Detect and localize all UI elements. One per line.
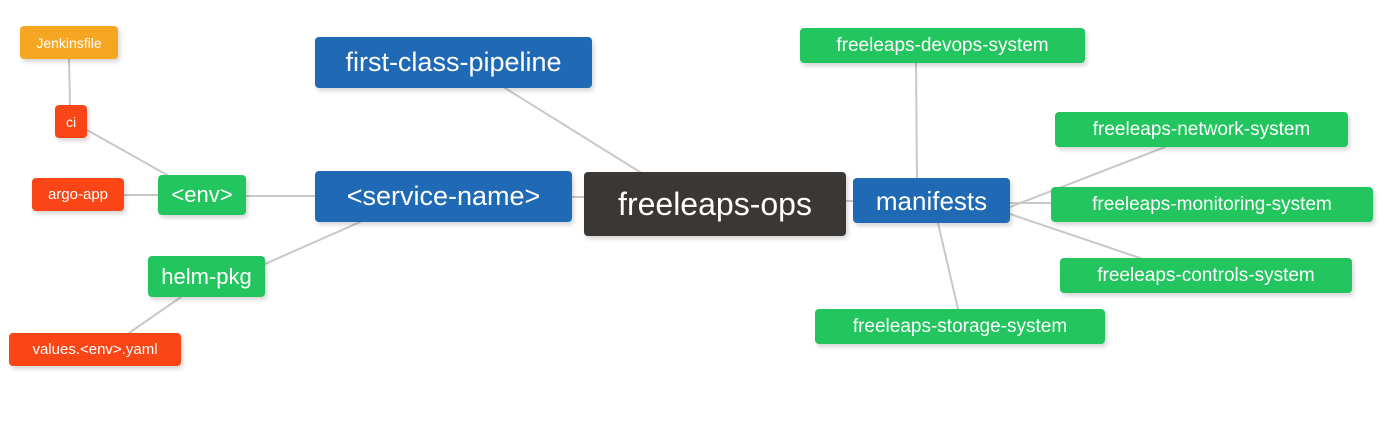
node-helm-pkg[interactable]: helm-pkg: [148, 256, 265, 297]
node-freeleaps-network-system[interactable]: freeleaps-network-system: [1055, 112, 1348, 147]
node-label-argo-app: argo-app: [47, 186, 109, 203]
edge-firstclass-ops: [504, 87, 641, 173]
node-env[interactable]: <env>: [158, 175, 246, 215]
edge-ci-env: [86, 129, 177, 181]
node-label-first-class-pipeline: first-class-pipeline: [345, 47, 562, 77]
edge-manifests-devops: [915, 62, 918, 179]
edge-helmpkg-values: [128, 296, 182, 334]
node-label-values-yaml: values.<env>.yaml: [32, 341, 158, 358]
node-manifests[interactable]: manifests: [853, 178, 1010, 223]
node-jenkinsfile[interactable]: Jenkinsfile: [20, 26, 118, 59]
node-label-env: <env>: [171, 182, 233, 207]
node-label-jenkinsfile: Jenkinsfile: [36, 34, 102, 51]
node-first-class-pipeline[interactable]: first-class-pipeline: [315, 37, 592, 88]
node-ci[interactable]: ci: [55, 105, 87, 138]
node-label-helm-pkg: helm-pkg: [161, 263, 252, 289]
node-label-freeleaps-controls-system: freeleaps-controls-system: [1097, 265, 1315, 286]
node-label-freeleaps-monitoring-system: freeleaps-monitoring-system: [1092, 194, 1332, 215]
node-freeleaps-controls-system[interactable]: freeleaps-controls-system: [1060, 258, 1352, 293]
node-values-yaml[interactable]: values.<env>.yaml: [9, 333, 181, 366]
edge-servicename-helmpkg: [264, 221, 361, 265]
edge-jenkinsfile-ci: [68, 58, 71, 106]
node-service-name[interactable]: <service-name>: [315, 171, 572, 222]
node-label-ci: ci: [65, 113, 77, 130]
node-freeleaps-devops-system[interactable]: freeleaps-devops-system: [800, 28, 1085, 63]
edge-manifests-storage: [937, 222, 959, 310]
node-label-freeleaps-devops-system: freeleaps-devops-system: [836, 35, 1049, 56]
node-label-service-name: <service-name>: [346, 181, 541, 211]
node-freeleaps-storage-system[interactable]: freeleaps-storage-system: [815, 309, 1105, 344]
node-label-manifests: manifests: [875, 185, 988, 216]
node-freeleaps-ops[interactable]: freeleaps-ops: [584, 172, 846, 236]
node-argo-app[interactable]: argo-app: [32, 178, 124, 211]
node-freeleaps-monitoring-system[interactable]: freeleaps-monitoring-system: [1051, 187, 1373, 222]
node-label-freeleaps-network-system: freeleaps-network-system: [1092, 119, 1311, 140]
node-label-freeleaps-storage-system: freeleaps-storage-system: [852, 316, 1068, 337]
node-label-freeleaps-ops: freeleaps-ops: [618, 186, 812, 222]
